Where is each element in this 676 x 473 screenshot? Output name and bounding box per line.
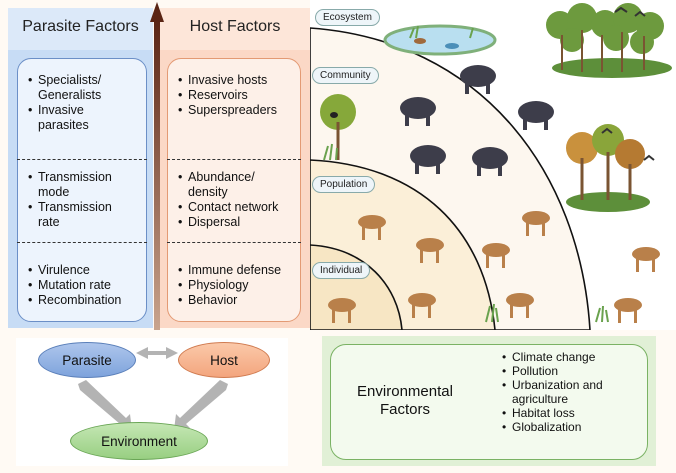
parasite-group-3: Virulence Mutation rate Recombination	[28, 263, 121, 308]
ecological-scale-illustration	[310, 0, 676, 330]
list-item: Contact network	[178, 200, 278, 215]
list-item: Virulence	[28, 263, 121, 278]
divider	[17, 159, 147, 160]
list-item: density	[188, 185, 228, 199]
divider	[17, 242, 147, 243]
host-group-1: Invasive hosts Reservoirs Superspreaders	[178, 73, 277, 118]
scale-arrow-icon	[150, 2, 164, 330]
divider	[167, 242, 301, 243]
list-item: Generalists	[38, 88, 102, 102]
list-item: Superspreaders	[178, 103, 277, 118]
scale-tag-population: Population	[312, 176, 376, 193]
list-item: Invasive	[28, 103, 101, 118]
list-item: Urbanization and	[502, 378, 652, 392]
list-item: mode	[38, 185, 70, 199]
host-environment-arrow-icon	[174, 380, 228, 430]
list-item: Transmission	[28, 200, 112, 215]
scale-tag-individual: Individual	[312, 262, 371, 279]
triad-arrows	[78, 347, 228, 430]
list-item: Mutation rate	[28, 278, 121, 293]
parasite-group-2: Transmission mode Transmission rate	[28, 170, 112, 230]
parasite-factors-header	[8, 8, 153, 50]
list-item: Transmission	[28, 170, 112, 185]
list-item: Immune defense	[178, 263, 281, 278]
list-item: Globalization	[502, 420, 652, 434]
list-item: Behavior	[178, 293, 281, 308]
parasite-group-1: Specialists/ Generalists Invasive parasi…	[28, 73, 101, 133]
list-item: Specialists/	[28, 73, 101, 88]
environmental-factors-list: Climate change Pollution Urbanization an…	[502, 350, 652, 434]
host-group-2: Abundance/ density Contact network Dispe…	[178, 170, 278, 230]
list-item: Pollution	[502, 364, 652, 378]
list-item: Habitat loss	[502, 406, 652, 420]
list-item: Dispersal	[178, 215, 278, 230]
host-factors-header	[160, 8, 310, 50]
parasite-host-arrow-icon	[136, 347, 178, 359]
divider	[167, 159, 301, 160]
host-factors-title: Host Factors	[189, 18, 281, 35]
parasite-node: Parasite	[38, 342, 136, 378]
scale-tag-community: Community	[312, 67, 379, 84]
host-node: Host	[178, 342, 270, 378]
parasite-environment-arrow-icon	[78, 380, 132, 430]
list-item: Abundance/	[178, 170, 278, 185]
parasite-factors-title: Parasite Factors	[22, 18, 139, 35]
scale-tag-ecosystem: Ecosystem	[315, 9, 380, 26]
host-group-3: Immune defense Physiology Behavior	[178, 263, 281, 308]
environment-node: Environment	[70, 422, 208, 460]
list-item: Climate change	[502, 350, 652, 364]
list-item: Physiology	[178, 278, 281, 293]
environmental-factors-title: Environmental Factors	[357, 383, 453, 418]
list-item: Invasive hosts	[178, 73, 277, 88]
list-item: parasites	[38, 118, 89, 132]
list-item: Recombination	[28, 293, 121, 308]
list-item: rate	[38, 215, 60, 229]
list-item: Reservoirs	[178, 88, 277, 103]
list-item: agriculture	[512, 392, 569, 406]
